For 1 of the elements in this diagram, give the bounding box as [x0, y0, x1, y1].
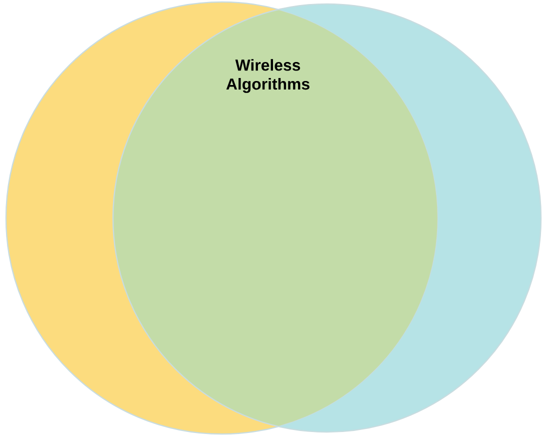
overlap-label: Wireless Algorithms [226, 59, 310, 93]
